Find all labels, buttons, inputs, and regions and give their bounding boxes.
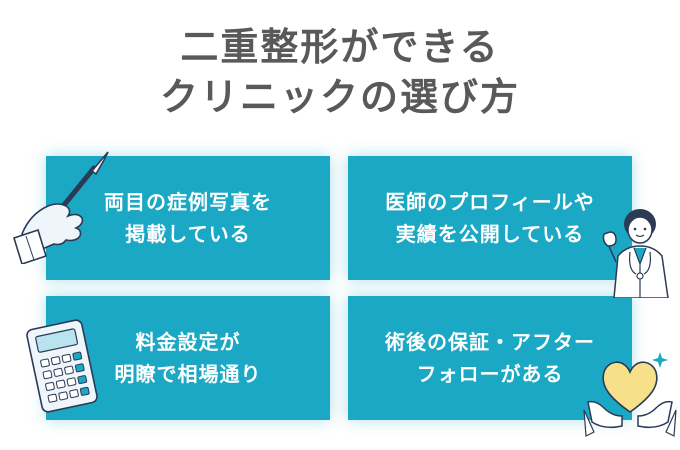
- card-2-line-2: 実績を公開している: [395, 222, 585, 246]
- card-case-photos: 両目の症例写真を 掲載している: [46, 156, 330, 280]
- card-3-line-2: 明瞭で相場通り: [114, 362, 262, 386]
- card-2-line-1: 医師のプロフィールや: [385, 190, 595, 214]
- card-doctor-profile: 医師のプロフィールや 実績を公開している: [348, 156, 632, 280]
- card-aftercare: 術後の保証・アフター フォローがある: [348, 296, 632, 420]
- card-1-line-2: 掲載している: [125, 222, 251, 246]
- doctor-icon: [602, 209, 669, 298]
- title-line-1: 二重整形ができる: [180, 25, 500, 69]
- card-4-line-2: フォローがある: [416, 362, 564, 386]
- card-3-line-1: 料金設定が: [135, 330, 241, 354]
- scalpel-hand-icon: [13, 151, 109, 264]
- page-title: 二重整形ができる クリニックの選び方: [0, 22, 680, 122]
- card-1-line-1: 両目の症例写真を: [104, 190, 272, 214]
- title-line-2: クリニックの選び方: [159, 75, 520, 119]
- calculator-icon: [26, 319, 98, 413]
- heart-hands-icon: [583, 352, 677, 437]
- card-4-line-1: 術後の保証・アフター: [385, 330, 595, 354]
